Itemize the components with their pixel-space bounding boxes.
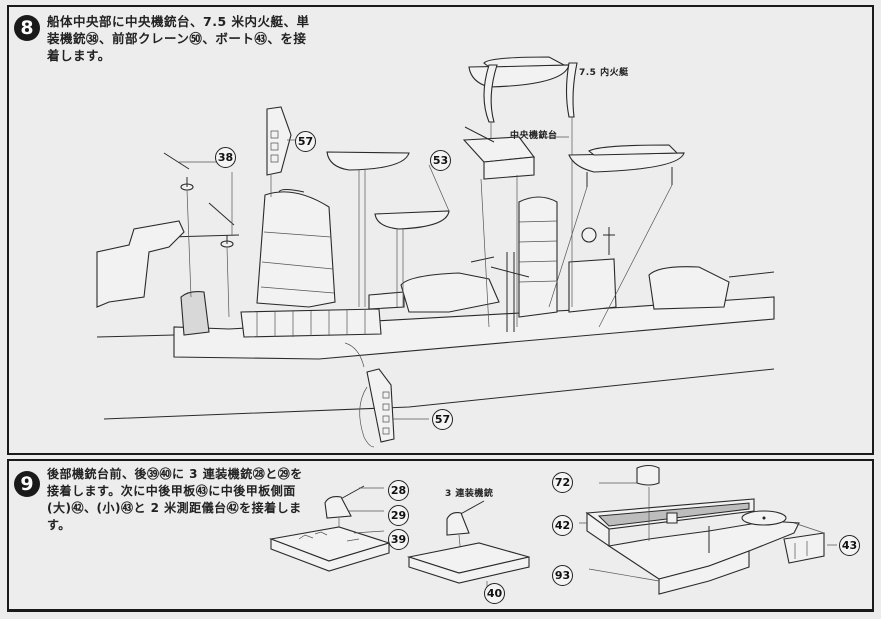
boat-lower bbox=[375, 211, 449, 229]
searchlight bbox=[582, 228, 596, 242]
funnel-front bbox=[257, 192, 335, 307]
step-number-badge: 9 bbox=[14, 471, 40, 497]
instruction-line: 接着します。次に中後甲板㊸に中後甲板側面 bbox=[47, 484, 296, 498]
funnel-aft bbox=[519, 197, 557, 317]
part-callout-39: 39 bbox=[388, 529, 409, 550]
instruction-line: (大)㊷、(小)㊸と 2 米測距儀台㊷を接着しま bbox=[47, 501, 302, 515]
cutter-boat bbox=[569, 153, 684, 172]
part-callout-40: 40 bbox=[484, 583, 505, 604]
instruction-line: 後部機銃台前、後㊴㊵に 3 連装機銃㉘と㉙を bbox=[47, 467, 303, 481]
instruction-line: 着します。 bbox=[47, 48, 111, 63]
part-callout-53: 53 bbox=[430, 150, 451, 171]
aft-turret bbox=[649, 267, 729, 309]
vent-fore bbox=[181, 292, 209, 335]
part-callout-57: 57 bbox=[295, 131, 316, 152]
part-callout-38: 38 bbox=[215, 147, 236, 168]
part-callout-43: 43 bbox=[839, 535, 860, 556]
instruction-line: 装機銃㊳、前部クレーン㊿、ボート㊸、を接 bbox=[47, 31, 307, 46]
triple-mg-mount bbox=[447, 513, 469, 535]
step-9-instructions: 後部機銃台前、後㊴㊵に 3 連装機銃㉘と㉙を 接着します。次に中後甲板㊸に中後甲… bbox=[47, 466, 303, 534]
searchlight-platform bbox=[569, 259, 616, 312]
waterline bbox=[104, 369, 774, 419]
mast bbox=[507, 252, 514, 332]
part-callout-57: 57 bbox=[432, 409, 453, 430]
instruction-line: す。 bbox=[47, 518, 71, 532]
ship-midsection-diagram bbox=[9, 7, 876, 457]
rear-deck-diagram bbox=[9, 461, 876, 614]
center-gun-platform-label: 中央機銃台 bbox=[510, 131, 558, 141]
deck-side-small bbox=[784, 533, 824, 563]
motor-boat bbox=[469, 65, 569, 87]
motor-boat-cabin bbox=[484, 57, 564, 67]
step-9-panel: 9 後部機銃台前、後㊴㊵に 3 連装機銃㉘と㉙を 接着します。次に中後甲板㊸に中… bbox=[7, 459, 874, 612]
rangefinder-base-72 bbox=[637, 466, 659, 486]
deck-fitting bbox=[667, 513, 677, 523]
step-8-panel: 8 船体中央部に中央機銃台、7.5 米内火艇、単 装機銃㊳、前部クレーン㊿、ボー… bbox=[7, 5, 874, 455]
boat-davit-right bbox=[567, 63, 578, 117]
step-number-badge: 8 bbox=[14, 15, 40, 41]
single-gun-barrel bbox=[209, 203, 234, 225]
part-callout-28: 28 bbox=[388, 480, 409, 501]
ventilator-box bbox=[401, 273, 499, 312]
part-callout-72: 72 bbox=[552, 472, 573, 493]
boat-upper bbox=[327, 152, 409, 170]
motor-boat-label: 7.5 内火艇 bbox=[579, 68, 629, 78]
bridge-structure bbox=[97, 221, 184, 307]
part-callout-42: 42 bbox=[552, 515, 573, 536]
part-callout-93: 93 bbox=[552, 565, 573, 586]
boat-davit-left bbox=[484, 65, 497, 122]
triple-mg-label: 3 連装機銃 bbox=[445, 489, 494, 499]
crane-top-part bbox=[267, 107, 291, 175]
step-8-instructions: 船体中央部に中央機銃台、7.5 米内火艇、単 装機銃㊳、前部クレーン㊿、ボート㊸… bbox=[47, 13, 310, 64]
instruction-line: 船体中央部に中央機銃台、7.5 米内火艇、単 bbox=[47, 14, 310, 29]
part-callout-29: 29 bbox=[388, 505, 409, 526]
vent-grate bbox=[369, 292, 404, 309]
crane-bottom-part bbox=[367, 369, 394, 442]
triple-mg-mount bbox=[325, 497, 351, 518]
single-gun-barrel bbox=[164, 153, 189, 169]
